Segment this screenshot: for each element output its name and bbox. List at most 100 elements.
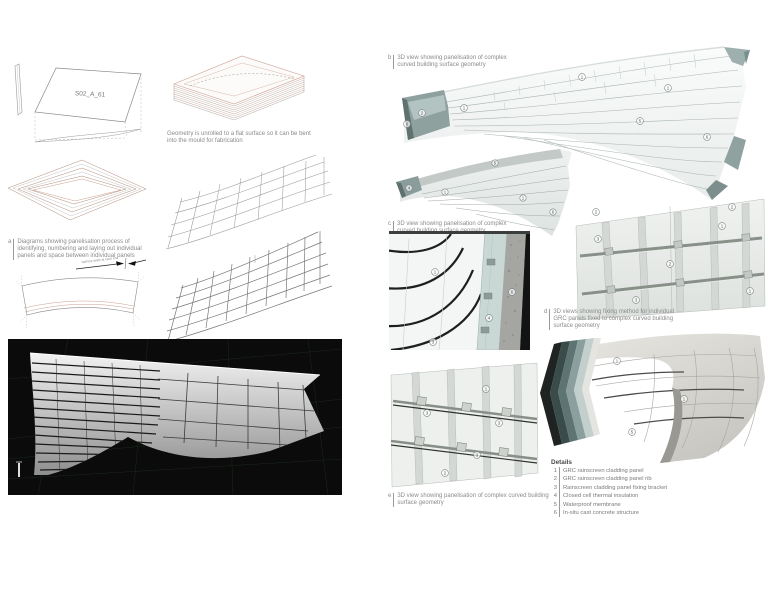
bent-profile-curve bbox=[34, 128, 142, 143]
fig-render-large-surface: 2 6 1 1 1 5 6 bbox=[394, 40, 768, 216]
svg-text:1: 1 bbox=[485, 387, 488, 392]
callout-6: 6 bbox=[549, 208, 557, 216]
fig-frame-mould bbox=[5, 156, 150, 241]
details-row: 6 In-situ cast concrete structure bbox=[553, 508, 640, 518]
caption-e-prefix: e bbox=[388, 493, 392, 499]
panel-side-profile bbox=[14, 63, 23, 116]
caption-e-text: 3D view showing panelisation of complex … bbox=[393, 493, 558, 508]
svg-text:1: 1 bbox=[444, 190, 447, 195]
caption-b-prefix: b bbox=[388, 55, 392, 61]
svg-text:2: 2 bbox=[595, 210, 598, 215]
grid-lower bbox=[165, 231, 333, 343]
shadow-edge bbox=[520, 231, 530, 350]
svg-text:3: 3 bbox=[635, 298, 638, 303]
callout-3: 3 bbox=[423, 409, 431, 417]
rail-clips bbox=[414, 396, 512, 457]
fixing-bracket bbox=[480, 326, 490, 334]
callout-2: 2 bbox=[666, 260, 674, 268]
caption-c-prefix: c bbox=[388, 221, 391, 227]
callout-1: 1 bbox=[746, 287, 754, 295]
svg-text:1: 1 bbox=[721, 224, 724, 229]
caption-b: b 3D view showing panelisation of comple… bbox=[388, 55, 514, 70]
callout-1: 1 bbox=[519, 194, 527, 202]
svg-text:5: 5 bbox=[494, 161, 497, 166]
right-top-cap bbox=[724, 47, 750, 66]
gap-arrow-line bbox=[75, 263, 118, 270]
svg-text:1: 1 bbox=[434, 270, 437, 275]
callout-5: 5 bbox=[491, 159, 499, 167]
callout-1: 1 bbox=[718, 222, 726, 230]
right-edge-cap bbox=[724, 136, 746, 170]
details-row: 4 Closed cell thermal insulation bbox=[553, 492, 639, 501]
caption-a: a Diagrams showing panelisation process … bbox=[8, 239, 154, 261]
callout-1: 1 bbox=[482, 385, 490, 393]
caption-unroll: Geometry is unrolled to a flat surface s… bbox=[167, 131, 319, 145]
surface-top-band bbox=[400, 149, 563, 192]
panel-joints bbox=[389, 233, 483, 350]
corner-seams bbox=[583, 347, 761, 453]
callout-1: 1 bbox=[460, 104, 468, 112]
svg-text:5: 5 bbox=[631, 430, 634, 435]
fig-closeup-section: 1 4 6 3 bbox=[389, 231, 530, 350]
svg-text:1: 1 bbox=[581, 75, 584, 80]
callout-1: 1 bbox=[441, 188, 449, 196]
surface-body bbox=[404, 47, 750, 200]
fig-curved-panel-diagram: half line width at each end bbox=[10, 256, 152, 336]
callout-3: 3 bbox=[632, 296, 640, 304]
mould-curve-dashed bbox=[189, 73, 295, 87]
caption-a-text: Diagrams showing panelisation process of… bbox=[13, 239, 154, 261]
fig-panel-back-top: 2 2 3 1 2 1 3 bbox=[574, 196, 768, 337]
svg-text:3: 3 bbox=[432, 340, 435, 345]
fig-flat-panel-wireframe: S02_A_61 bbox=[8, 52, 158, 152]
panel-face bbox=[389, 231, 489, 350]
fig-laminated-mould bbox=[162, 48, 314, 133]
caption-d-prefix: d bbox=[544, 309, 548, 315]
svg-text:1: 1 bbox=[683, 397, 686, 402]
callout-2: 2 bbox=[441, 469, 449, 477]
caption-d-text: 3D views showing fixing method for indiv… bbox=[549, 309, 686, 331]
callout-2: 2 bbox=[728, 203, 736, 211]
svg-text:1: 1 bbox=[667, 86, 670, 91]
surface-body-2 bbox=[400, 149, 572, 236]
caption-d: d 3D views showing fixing method for ind… bbox=[544, 309, 686, 331]
details-row: 1 GRC rainscreen cladding panel bbox=[553, 467, 644, 476]
svg-text:3: 3 bbox=[498, 421, 501, 426]
callout-1: 1 bbox=[578, 73, 586, 81]
details-legend: Details 1 GRC rainscreen cladding panel … bbox=[551, 459, 729, 518]
callout-3: 3 bbox=[429, 338, 437, 346]
svg-text:2: 2 bbox=[731, 205, 734, 210]
caption-e: e 3D view showing panelisation of comple… bbox=[388, 493, 558, 508]
callout-6: 6 bbox=[508, 288, 516, 296]
svg-text:3: 3 bbox=[426, 411, 429, 416]
gap-annotation: half line width at each end bbox=[81, 256, 118, 264]
callout-6: 6 bbox=[703, 133, 711, 141]
svg-text:6: 6 bbox=[706, 135, 709, 140]
svg-text:4: 4 bbox=[488, 316, 491, 321]
panel-id-label: S02_A_61 bbox=[75, 90, 106, 99]
panel-ribs bbox=[601, 202, 751, 319]
svg-text:2: 2 bbox=[669, 262, 672, 267]
svg-text:6: 6 bbox=[511, 290, 514, 295]
caption-a-prefix: a bbox=[8, 239, 12, 245]
svg-text:1: 1 bbox=[616, 359, 619, 364]
callout-5: 5 bbox=[628, 428, 636, 436]
fig-panelisation-grids bbox=[158, 154, 338, 346]
viewport-scale-marker bbox=[18, 463, 20, 477]
callout-6: 6 bbox=[403, 120, 411, 128]
fig-render-surface-2: 5 4 1 1 6 bbox=[392, 146, 578, 242]
insulation-layer bbox=[476, 231, 508, 350]
callout-1: 1 bbox=[664, 84, 672, 92]
callout-4: 4 bbox=[485, 314, 493, 322]
callout-5: 5 bbox=[636, 117, 644, 125]
callout-2: 2 bbox=[418, 109, 426, 117]
fig-cad-viewport bbox=[8, 339, 342, 495]
svg-text:6: 6 bbox=[552, 210, 555, 215]
svg-text:2: 2 bbox=[444, 471, 447, 476]
fig-layered-corner-render: 1 1 5 bbox=[504, 328, 768, 466]
callout-2: 2 bbox=[592, 208, 600, 216]
svg-text:6: 6 bbox=[406, 122, 409, 127]
svg-text:3: 3 bbox=[597, 237, 600, 242]
details-title: Details bbox=[551, 459, 572, 466]
details-row: 5 Waterproof membrane bbox=[553, 500, 621, 509]
svg-text:1: 1 bbox=[749, 289, 752, 294]
